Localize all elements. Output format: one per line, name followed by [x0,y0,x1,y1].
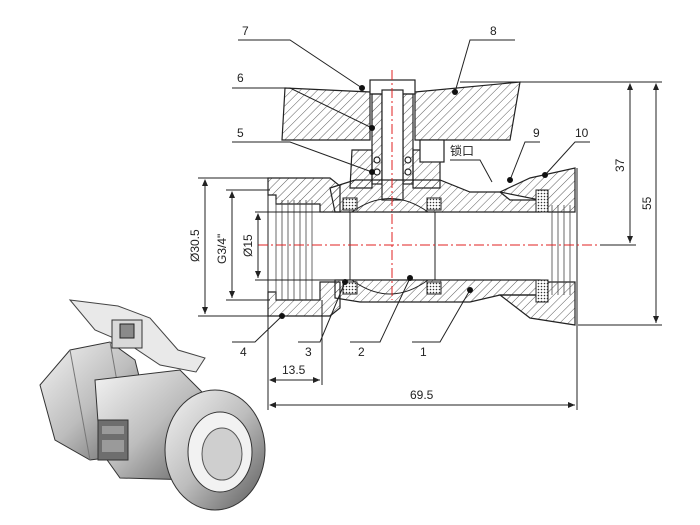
left-thread [275,200,313,300]
callout-9: 9 [533,126,540,140]
valve-product-render [39,299,266,511]
callout-8: 8 [490,24,497,38]
callout-1: 1 [420,345,427,359]
dimension-lines [198,81,662,410]
dim-outer-diameter: Ø30.5 [188,229,202,262]
stem-assembly [349,89,445,201]
callout-7: 7 [242,24,249,38]
dim-end-length: 13.5 [282,363,306,377]
left-end-connector [267,177,341,317]
butterfly-handle [281,79,521,141]
right-thread [551,205,571,295]
lock-note: 锁口 [450,143,474,158]
dim-height-axis: 37 [613,158,627,172]
callout-4: 4 [240,345,247,359]
right-union-nut [498,167,578,326]
callout-6: 6 [237,71,244,85]
dim-total-height: 55 [640,196,654,210]
callout-10: 10 [575,126,589,140]
callout-2: 2 [358,345,365,359]
callout-5: 5 [237,126,244,140]
dim-overall-length: 69.5 [410,388,434,402]
dim-bore: Ø15 [241,234,255,257]
dim-thread: G3/4" [215,234,229,264]
ball-and-seats [342,197,442,295]
callout-3: 3 [305,345,312,359]
callout-leaders [232,39,590,343]
